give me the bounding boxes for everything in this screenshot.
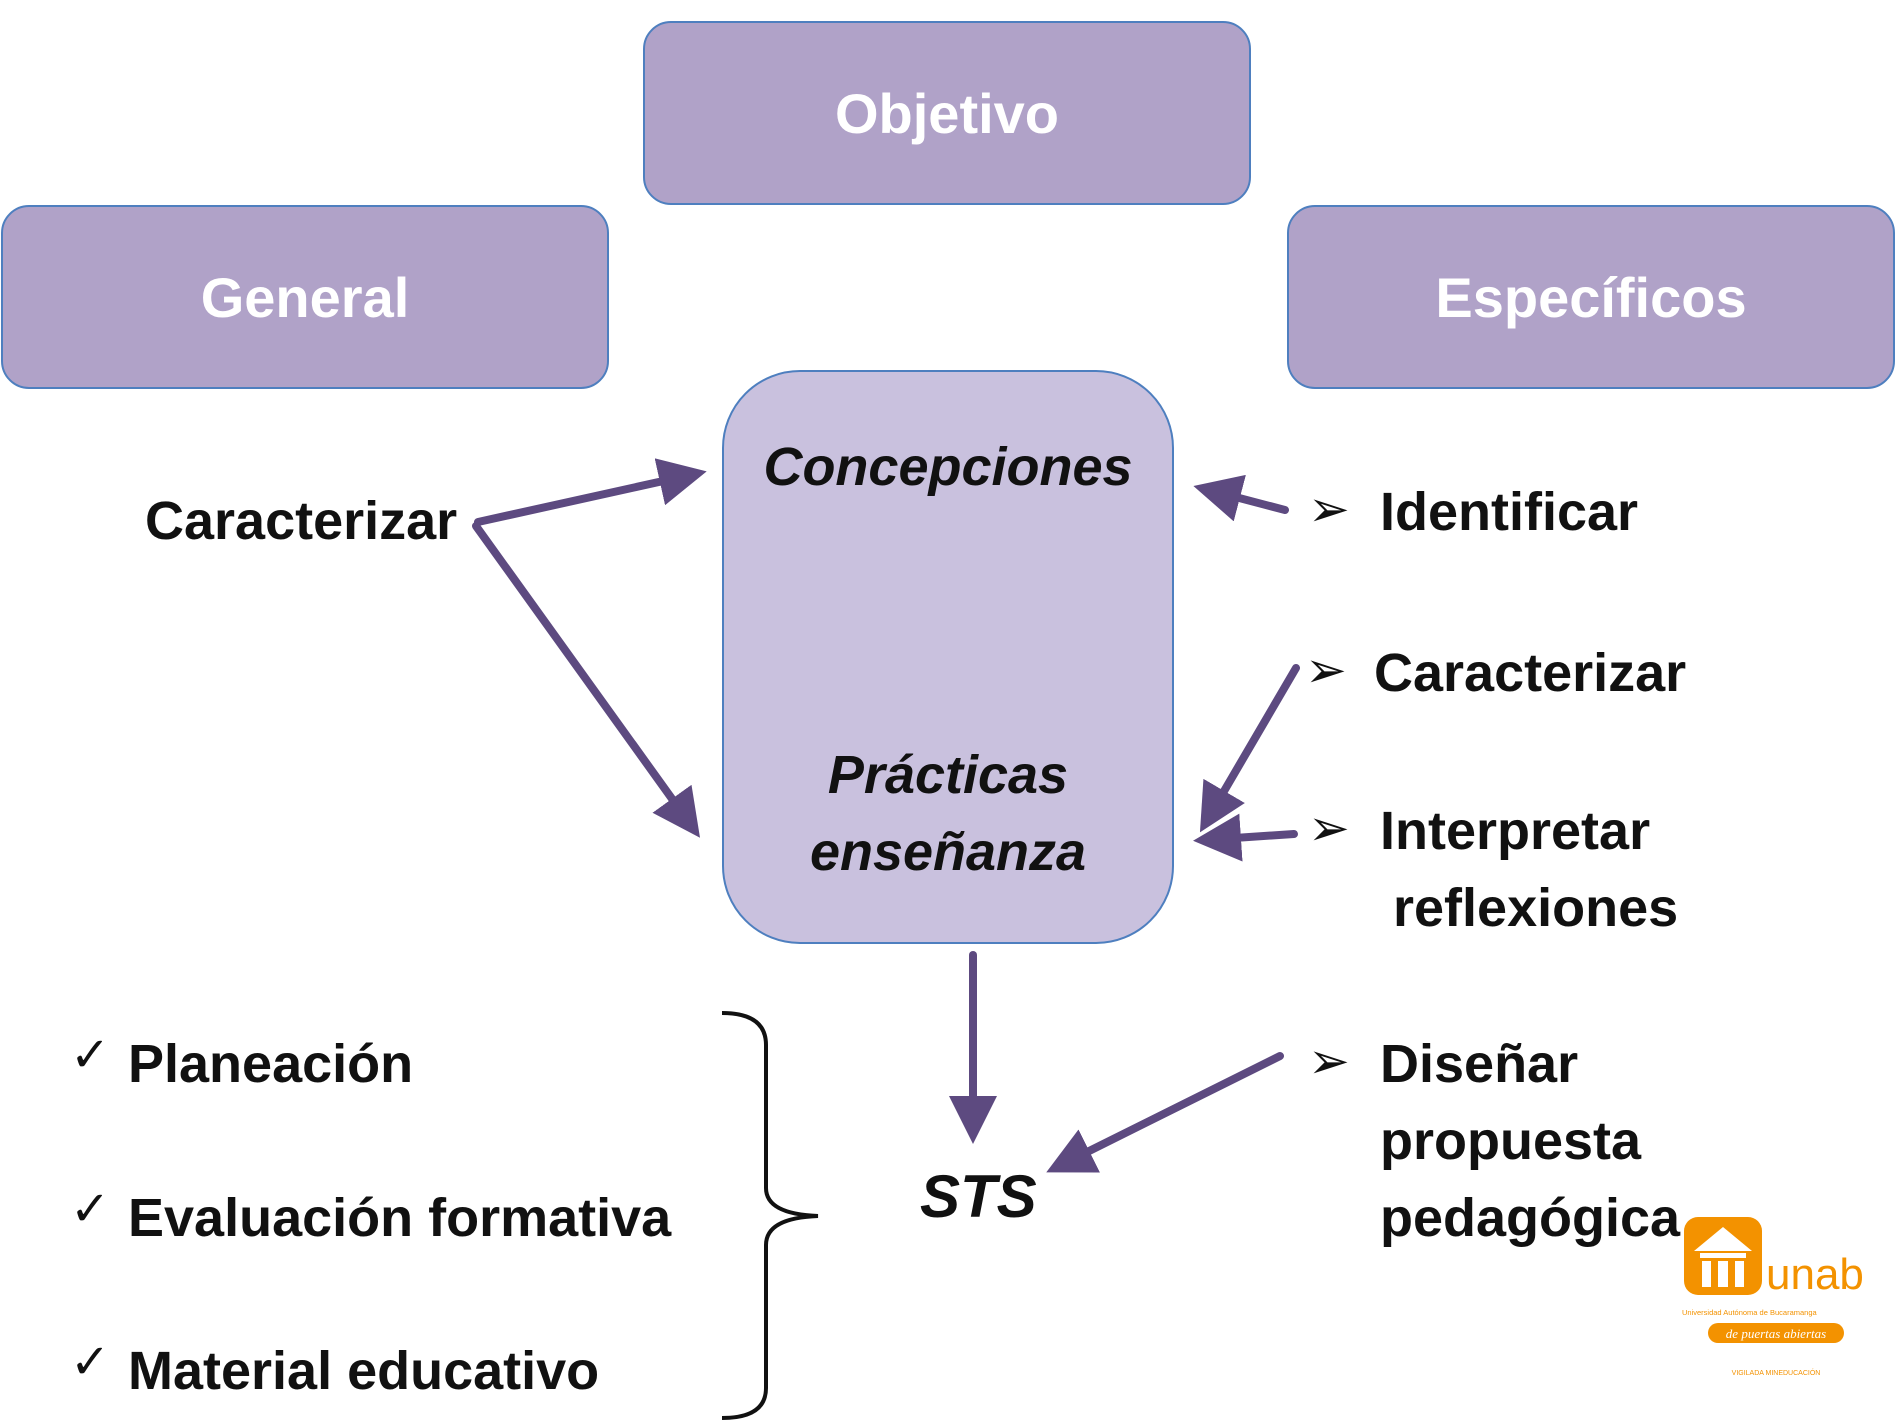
arrow-general-to-practicas [472, 522, 701, 838]
checkmark-icon: ✓ [70, 1183, 111, 1236]
arrow-disenar-to-sts [1046, 1052, 1284, 1173]
arrowhead-bullet-icon: ➢ [1305, 642, 1347, 698]
sts-label: STS [920, 1163, 1037, 1230]
check-item-evaluacion: Evaluación formativa [128, 1188, 672, 1248]
arrow-general-to-concepciones [474, 458, 707, 526]
general-box: General [1, 205, 609, 389]
especificos-label: Específicos [1435, 265, 1747, 329]
objetivo-box: Objetivo [643, 21, 1251, 205]
unab-logo-icon: unab Universidad Autónoma de Bucaramanga… [1682, 1217, 1864, 1377]
general-verb-caracterizar: Caracterizar [145, 491, 458, 551]
arrow-caracterizar-to-practicas [1199, 664, 1300, 833]
unab-logo: unab Universidad Autónoma de Bucaramanga… [1682, 1215, 1882, 1415]
specific-item-interpretar-line1: Interpretar [1380, 801, 1651, 861]
specific-item-disenar-line3: pedagógica [1380, 1188, 1681, 1248]
concepciones-label: Concepciones [763, 437, 1133, 497]
curly-brace [721, 1011, 819, 1420]
objetivo-label: Objetivo [834, 81, 1060, 145]
logo-tagline: Universidad Autónoma de Bucaramanga [1682, 1308, 1817, 1317]
logo-footer: VIGILADA MINEDUCACIÓN [1732, 1368, 1821, 1377]
arrow-interpretar-to-practicas [1193, 813, 1298, 862]
specific-item-disenar-line2: propuesta [1380, 1111, 1642, 1171]
logo-motto: de puertas abiertas [1726, 1326, 1826, 1341]
arrowhead-bullet-icon: ➢ [1308, 1033, 1350, 1089]
check-item-material: Material educativo [128, 1341, 600, 1401]
arrowhead-bullet-icon: ➢ [1308, 481, 1350, 537]
specific-item-interpretar-line2: reflexiones [1393, 878, 1679, 938]
general-label: General [200, 265, 410, 329]
checkmark-icon: ✓ [70, 1336, 111, 1389]
practicas-label-line2: enseñanza [809, 822, 1087, 882]
especificos-box: Específicos [1287, 205, 1895, 389]
center-box [722, 370, 1174, 944]
practicas-label-line1: Prácticas [827, 745, 1069, 805]
specific-item-identificar: Identificar [1380, 482, 1639, 542]
arrowhead-bullet-icon: ➢ [1308, 800, 1350, 856]
specific-item-caracterizar: Caracterizar [1374, 643, 1687, 703]
check-item-planeacion: Planeación [128, 1034, 414, 1094]
specific-item-disenar-line1: Diseñar [1380, 1034, 1579, 1094]
checkmark-icon: ✓ [70, 1029, 111, 1082]
arrow-identificar-to-concepciones [1193, 474, 1289, 522]
logo-name: unab [1766, 1250, 1864, 1299]
